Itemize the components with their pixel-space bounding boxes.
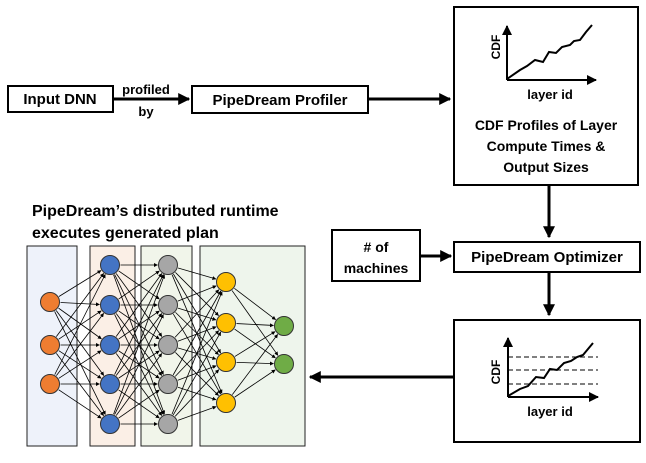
network-edge [54, 274, 106, 375]
network-edge [58, 307, 102, 340]
profile-chart-xlabel: layer id [527, 87, 573, 102]
network-edge [55, 273, 105, 337]
network-edge [115, 353, 163, 416]
network-edge [172, 331, 222, 416]
plan-chart-xlabel: layer id [527, 404, 573, 419]
optimizer-box: PipeDream Optimizer [453, 241, 641, 273]
network-edge [177, 326, 217, 342]
network-edge [115, 273, 163, 337]
network-edge [55, 310, 105, 376]
optimizer-label: PipeDream Optimizer [471, 249, 623, 266]
profiler-box: PipeDream Profiler [191, 85, 369, 114]
network-edge [234, 288, 276, 320]
hidden-layer-2-node [158, 255, 178, 275]
input-dnn-box: Input DNN [7, 85, 114, 113]
machines-box: # of machines [331, 229, 421, 282]
by-label: by [138, 104, 154, 119]
plan-cdf-curve [507, 342, 594, 397]
network-edge [58, 389, 102, 419]
hidden-layer-3-node [216, 313, 236, 333]
network-edge [58, 270, 102, 297]
machines-label-line-1: # of [364, 239, 389, 255]
network-edge [236, 361, 274, 366]
machines-label-line-2: machines [344, 260, 409, 276]
profile-cdf-curve [506, 24, 593, 80]
network-edge [114, 314, 164, 415]
network-edge [54, 311, 106, 415]
network-edge [172, 290, 222, 376]
hidden-layer-1-node [100, 374, 120, 394]
network-edge [236, 323, 274, 328]
input-layer-node [40, 292, 60, 312]
network-edge [171, 291, 223, 415]
network-edge [177, 285, 217, 302]
hidden-layer-1-node [100, 414, 120, 434]
hidden-layer-1-node [100, 255, 120, 275]
hidden-layer-2-node [158, 295, 178, 315]
hidden-layer-3-node [216, 352, 236, 372]
profiler-label: PipeDream Profiler [212, 92, 347, 109]
plan-chart-ylabel: CDF [489, 360, 503, 385]
profile-caption-line-2: Compute Times & [487, 138, 606, 154]
input-layer-node [40, 374, 60, 394]
profile-caption-line-1: CDF Profiles of Layer [475, 117, 618, 133]
network-edge [177, 405, 217, 421]
network-edge [234, 331, 276, 357]
network-edge [174, 369, 220, 417]
hidden-layer-3-node [216, 272, 236, 292]
network-edge [118, 389, 160, 419]
hidden-layer-2-node [158, 335, 178, 355]
network-edge [234, 369, 276, 398]
output-layer-node [274, 354, 294, 374]
profiles-box: CDF layer id CDF Profiles of Layer Compu… [453, 6, 639, 186]
network-edge [114, 274, 164, 375]
plan-box: CDF layer id [453, 319, 641, 443]
network-edge [234, 328, 276, 359]
runtime-caption-line-2: executes generated plan [32, 225, 219, 242]
network-edge [174, 289, 220, 338]
network-edge [60, 302, 100, 307]
output-layer-node [274, 316, 294, 336]
profile-chart-ylabel: CDF [489, 35, 503, 60]
hidden-layer-2-node [158, 374, 178, 394]
network-edge [177, 267, 217, 280]
runtime-caption-line-1: PipeDream’s distributed runtime [32, 203, 279, 220]
profiled-label: profiled [122, 82, 170, 97]
hidden-layer-1-node [100, 295, 120, 315]
input-layer-node [40, 335, 60, 355]
input-dnn-label: Input DNN [23, 91, 96, 108]
hidden-layer-2-node [158, 414, 178, 434]
network-edge [118, 270, 160, 300]
network-edge [58, 350, 102, 379]
network-edges [54, 263, 279, 426]
network-edge [231, 334, 279, 395]
network-edge [113, 274, 166, 415]
profile-caption-line-3: Output Sizes [503, 159, 589, 175]
network-nodes [40, 255, 294, 434]
hidden-layer-1-node [100, 335, 120, 355]
network-edge [56, 313, 104, 376]
network-edge [56, 353, 104, 416]
hidden-layer-3-node [216, 393, 236, 413]
